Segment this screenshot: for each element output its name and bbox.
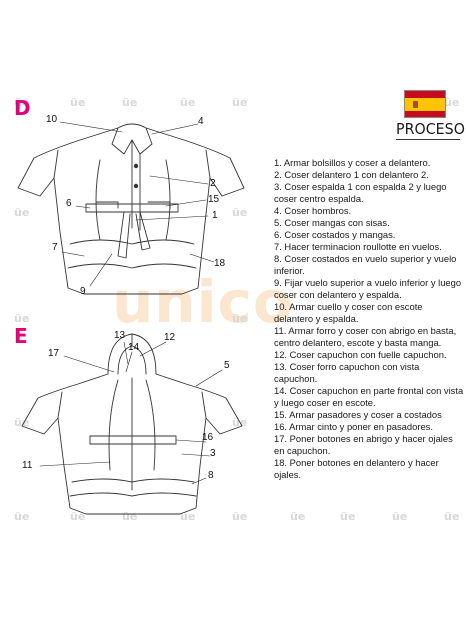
callout-label: 18 [214,258,226,269]
list-item: 15. Armar pasadores y coser a costados [274,409,442,420]
list-item: 7. Hacer terminacion roullotte en vuelos… [274,241,442,252]
list-item: 3. Coser espalda 1 con espalda 2 y luego… [274,181,447,204]
list-item: 8. Coser costados en vuelo superior y vu… [274,253,457,276]
list-item: 12. Coser capuchon con fuelle capuchon. [274,349,447,360]
process-steps-list: 1. Armar bolsillos y coser a delantero. … [274,157,464,481]
list-item: 11. Armar forro y coser con abrigo en ba… [274,325,457,348]
callout-label: 7 [52,242,58,253]
callout-label: 11 [22,460,33,471]
button-icon [133,183,139,189]
callout-label: 9 [80,286,86,297]
callout-label: 8 [208,470,214,481]
front-buttons [133,163,139,189]
page-title: PROCESO [396,120,465,138]
callout-label: 1 [212,210,218,221]
section-e-label: E [14,324,28,348]
callout-label: 3 [210,448,216,459]
list-item: 6. Coser costados y mangas. [274,229,396,240]
list-item: 14. Coser capuchon en parte frontal con … [274,385,464,408]
list-item: 2. Coser delantero 1 con delantero 2. [274,169,429,180]
callout-label: 14 [128,342,140,353]
title-underline [396,139,460,140]
callout-label: 12 [164,332,176,343]
list-item: 4. Coser hombros. [274,205,352,216]
callout-label: 4 [198,116,204,127]
callout-label: 17 [48,348,60,359]
callout-label: 15 [208,194,220,205]
list-item: 1. Armar bolsillos y coser a delantero. [274,157,431,168]
list-item: 16. Armar cinto y poner en pasadores. [274,421,433,432]
callout-label: 5 [224,360,230,371]
callout-label: 2 [210,178,216,189]
list-item: 18. Poner botones en delantero y hacer o… [274,457,439,480]
callout-label: 6 [66,198,72,209]
callout-label: 16 [202,432,214,443]
list-item: 10. Armar cuello y coser con escote dela… [274,301,423,324]
callout-label: 13 [114,330,126,341]
coat-back-drawing [21,333,243,515]
spain-flag-icon [404,90,446,118]
coat-front-drawing [17,123,245,295]
callout-label: 10 [46,114,58,125]
list-item: 9. Fijar vuelo superior a vuelo inferior… [274,277,462,300]
button-icon [133,163,139,169]
section-d-label: D [14,96,31,120]
list-item: 17. Poner botones en abrigo y hacer ojal… [274,433,453,456]
list-item: 13. Coser forro capuchon con vista capuc… [274,361,420,384]
list-item: 5. Coser mangas con sisas. [274,217,390,228]
